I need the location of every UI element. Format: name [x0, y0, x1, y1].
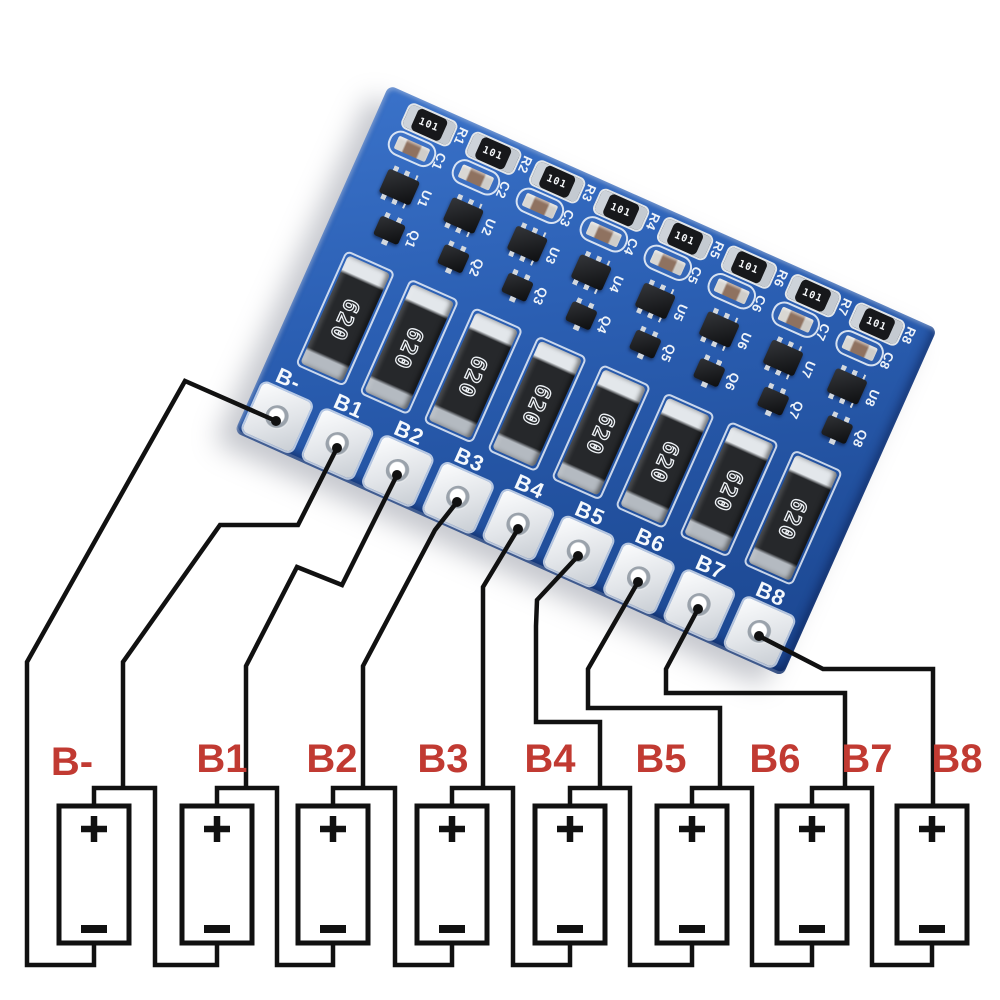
minus-terminal-icon: [919, 925, 945, 933]
battery-cell-1: [56, 803, 132, 946]
series-link-wire-2-3: [214, 785, 336, 968]
battery-label-B2: B2: [306, 737, 357, 781]
silkscreen-ref-transistor: Q8: [849, 427, 871, 451]
battery-label-B3: B3: [417, 737, 468, 781]
wire-B2: [243, 473, 400, 790]
plus-terminal-icon: [557, 816, 583, 842]
pad-hole: [623, 562, 655, 595]
series-link-wire-3-4: [330, 785, 455, 968]
resistor-value: 101: [865, 315, 889, 334]
minus-terminal-icon: [204, 925, 230, 933]
battery-label-B5: B5: [635, 737, 686, 781]
battery-label-B4: B4: [524, 737, 576, 781]
battery-label-B1: B1: [196, 737, 247, 781]
wire-B5: [533, 554, 603, 790]
battery-cell-7: [774, 803, 850, 946]
minus-terminal-icon: [81, 925, 107, 933]
battery-label-B8: B8: [931, 737, 982, 781]
capacitor-body: [841, 334, 879, 362]
wire-B3: [360, 500, 459, 790]
pad-hole: [502, 508, 535, 541]
battery-cell-2: [179, 803, 255, 946]
pad-hole: [381, 455, 414, 487]
battery-body: [894, 803, 970, 946]
wire-B-: [24, 378, 277, 968]
pad-hole: [562, 535, 595, 568]
series-link-wire-5-6: [567, 785, 695, 968]
battery-cell-4: [414, 803, 490, 946]
power-resistor-8: 620: [742, 449, 844, 587]
plus-terminal-icon: [799, 816, 825, 842]
silkscreen-ref-ic: U8: [861, 387, 883, 410]
battery-label-B6: B6: [749, 737, 800, 781]
plus-terminal-icon: [919, 816, 945, 842]
minus-terminal-icon: [320, 925, 346, 933]
minus-terminal-icon: [679, 925, 705, 933]
wire-B4: [480, 527, 520, 790]
battery-body: [654, 803, 730, 946]
minus-terminal-icon: [439, 925, 465, 933]
pad-hole: [442, 481, 474, 514]
battery-body: [295, 803, 371, 946]
plus-terminal-icon: [320, 816, 346, 842]
series-link-wire-7-8: [809, 785, 935, 968]
pad-hole: [261, 401, 294, 434]
pad-hole: [321, 428, 354, 460]
battery-label-B7: B7: [841, 737, 892, 781]
wire-B1: [120, 446, 340, 790]
battery-body: [414, 803, 490, 946]
battery-cell-6: [654, 803, 730, 946]
battery-cell-3: [295, 803, 371, 946]
series-link-wire-6-7: [689, 785, 815, 968]
plus-terminal-icon: [679, 816, 705, 842]
battery-body: [774, 803, 850, 946]
transistor-Q8: [820, 414, 854, 445]
minus-terminal-icon: [799, 925, 825, 933]
battery-body: [532, 803, 608, 946]
plus-terminal-icon: [204, 816, 230, 842]
battery-body: [179, 803, 255, 946]
series-link-wire-1-2: [91, 785, 220, 968]
battery-cell-5: [532, 803, 608, 946]
series-link-wire-4-5: [449, 785, 573, 968]
minus-terminal-icon: [557, 925, 583, 933]
pad-hole: [683, 589, 716, 622]
pad-hole: [743, 616, 776, 648]
battery-cell-8: [894, 803, 970, 946]
plus-terminal-icon: [439, 816, 465, 842]
ic-U8: [826, 367, 868, 406]
battery-label-B-: B-: [51, 740, 93, 784]
plus-terminal-icon: [81, 816, 107, 842]
battery-body: [56, 803, 132, 946]
